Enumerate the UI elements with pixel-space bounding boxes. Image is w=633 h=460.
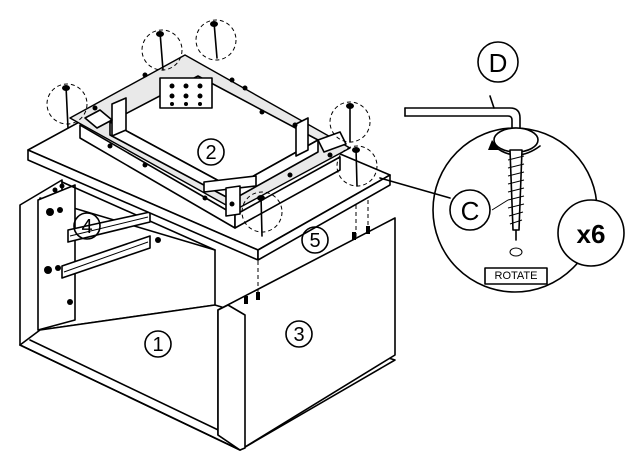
label-part-2: 2 bbox=[205, 142, 216, 164]
drawer-slide-upper bbox=[46, 207, 151, 243]
allen-key bbox=[404, 107, 521, 141]
label-allen-key: D bbox=[489, 48, 508, 78]
screws bbox=[46, 19, 378, 237]
label-screw: C bbox=[461, 196, 480, 226]
label-4-circle bbox=[73, 212, 101, 240]
rotate-label: ROTATE bbox=[495, 270, 538, 282]
label-c-circle bbox=[449, 189, 491, 231]
label-1-circle bbox=[144, 330, 172, 358]
corner-bracket bbox=[203, 175, 257, 193]
plate-holes bbox=[169, 83, 203, 106]
label-part-5: 5 bbox=[309, 230, 320, 252]
hole bbox=[67, 299, 73, 305]
quantity-circle bbox=[557, 199, 625, 267]
label-part-1: 1 bbox=[152, 334, 163, 356]
screw-6 bbox=[241, 191, 283, 237]
label-part-3: 3 bbox=[293, 324, 304, 346]
screw-3 bbox=[46, 83, 88, 129]
label-part-4: 4 bbox=[81, 216, 92, 238]
screw-2 bbox=[195, 19, 237, 61]
top-panel-side-edge bbox=[257, 174, 391, 261]
detail-callout: ROTATE bbox=[379, 95, 598, 293]
cabinet bbox=[19, 179, 396, 451]
screw-4 bbox=[329, 101, 371, 143]
label-2-circle bbox=[197, 138, 225, 166]
part-labels: 1 2 3 4 5 D C x6 bbox=[73, 41, 625, 358]
screw-5 bbox=[336, 145, 378, 187]
allen-key-leader bbox=[489, 95, 495, 109]
label-3-circle bbox=[285, 320, 313, 348]
left-panel-4-face bbox=[37, 184, 76, 331]
hole bbox=[155, 237, 161, 243]
right-panel-3-edge bbox=[217, 304, 246, 451]
screw-1 bbox=[141, 29, 183, 71]
screw-leader bbox=[491, 199, 509, 211]
corner-bracket bbox=[295, 117, 309, 157]
frame-2 bbox=[69, 54, 351, 229]
quantity-label: x6 bbox=[577, 219, 606, 249]
screw-thread bbox=[507, 155, 525, 225]
screw-head bbox=[493, 127, 539, 153]
rim-holes bbox=[92, 72, 333, 207]
callout-leader bbox=[379, 177, 451, 199]
corner-bracket bbox=[111, 97, 127, 137]
drawer-slide-lower bbox=[44, 235, 151, 279]
rotate-box bbox=[484, 267, 548, 285]
label-5-circle bbox=[301, 226, 329, 254]
label-d-circle bbox=[477, 41, 519, 83]
